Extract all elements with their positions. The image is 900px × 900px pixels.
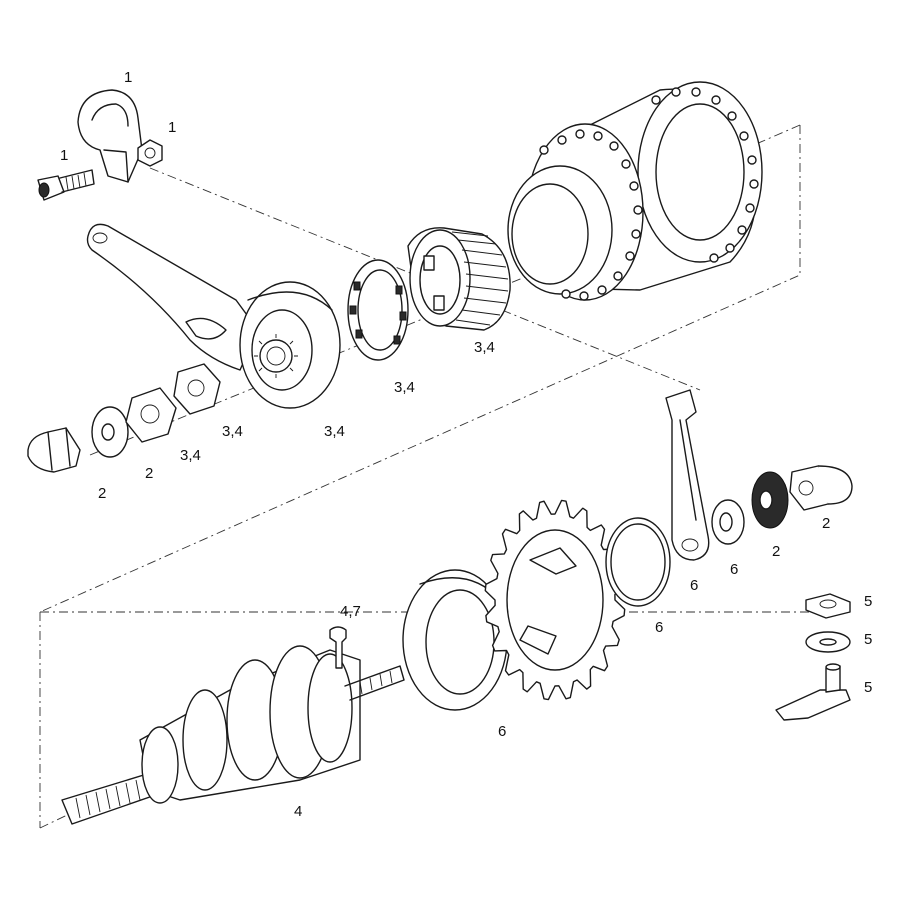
splined-driver xyxy=(407,227,511,331)
callout-cap-nut-right: 2 xyxy=(822,515,830,532)
washer-left xyxy=(91,406,129,458)
cap-nut-left xyxy=(27,427,81,473)
click-box-bracket xyxy=(775,663,851,721)
sprocket xyxy=(484,499,626,701)
axle-cup xyxy=(329,626,347,669)
lock-nut-left-2 xyxy=(173,363,221,415)
callout-clamp-band: 1 xyxy=(124,69,132,86)
callout-lock-nut-left-2: 3,4 xyxy=(222,423,243,440)
callout-clamp-nut: 1 xyxy=(168,119,176,136)
callout-labels: 1 1 1 2 2 3,4 3,4 3,4 3,4 3,4 4 4,7 6 6 … xyxy=(60,69,872,820)
washer-small xyxy=(805,631,851,653)
callout-clamp-bolt: 1 xyxy=(60,147,68,164)
brake-arm xyxy=(86,223,259,371)
callout-nut-small: 5 xyxy=(864,593,872,610)
snap-ring xyxy=(605,517,671,607)
cap-nut-right xyxy=(789,465,853,511)
cone-arm xyxy=(665,389,710,561)
nut-small xyxy=(805,593,851,619)
brake-drum xyxy=(239,281,341,409)
callout-washer-left: 2 xyxy=(145,465,153,482)
callout-retainer-ring: 3,4 xyxy=(394,379,415,396)
callout-serrated-washer: 2 xyxy=(772,543,780,560)
hub-internal xyxy=(61,645,405,825)
retainer-ring xyxy=(347,259,409,361)
callout-bearing-washer: 6 xyxy=(730,561,738,578)
callout-splined-driver: 3,4 xyxy=(474,339,495,356)
lock-nut-left xyxy=(125,387,177,443)
serrated-washer xyxy=(751,471,789,529)
callout-cone-arm: 6 xyxy=(690,577,698,594)
callout-hub-internal: 4 xyxy=(294,803,302,820)
callout-washer-small: 5 xyxy=(864,631,872,648)
callout-dust-cap: 6 xyxy=(498,723,506,740)
callout-lock-nut-left: 3,4 xyxy=(180,447,201,464)
hub-shell xyxy=(507,81,763,301)
callout-brake-arm-drum: 3,4 xyxy=(324,423,345,440)
dust-cap xyxy=(402,569,508,711)
callout-cap-nut-left: 2 xyxy=(98,485,106,502)
bearing-washer xyxy=(711,499,745,545)
callout-axle-cup: 4,7 xyxy=(340,603,361,620)
clamp-band xyxy=(77,89,143,183)
callout-sprocket: 6 xyxy=(655,619,663,636)
clamp-bolt xyxy=(37,169,95,201)
callout-click-box-bracket: 5 xyxy=(864,679,872,696)
clamp-nut xyxy=(137,139,163,167)
